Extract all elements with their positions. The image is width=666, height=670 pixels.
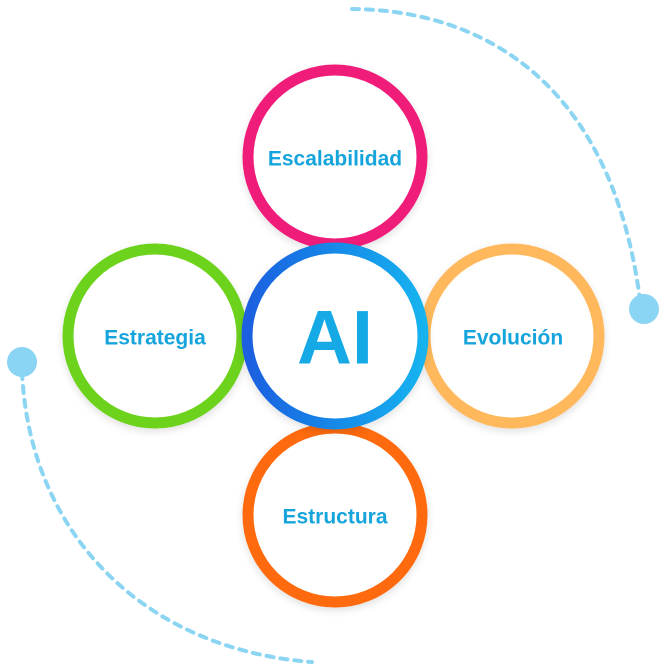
label-escalabilidad: Escalabilidad <box>268 148 402 171</box>
orbit-arc-bottom-left <box>20 370 314 664</box>
label-evolucion: Evolución <box>463 327 563 350</box>
label-ai: AI <box>297 296 373 381</box>
orbit-arc-top-right <box>350 7 642 302</box>
label-estrategia: Estrategia <box>104 327 206 350</box>
orbit-dot-left <box>7 347 37 377</box>
node-ai-center <box>241 242 429 430</box>
label-estructura: Estructura <box>282 506 387 529</box>
orbit-dot-right <box>629 294 659 324</box>
